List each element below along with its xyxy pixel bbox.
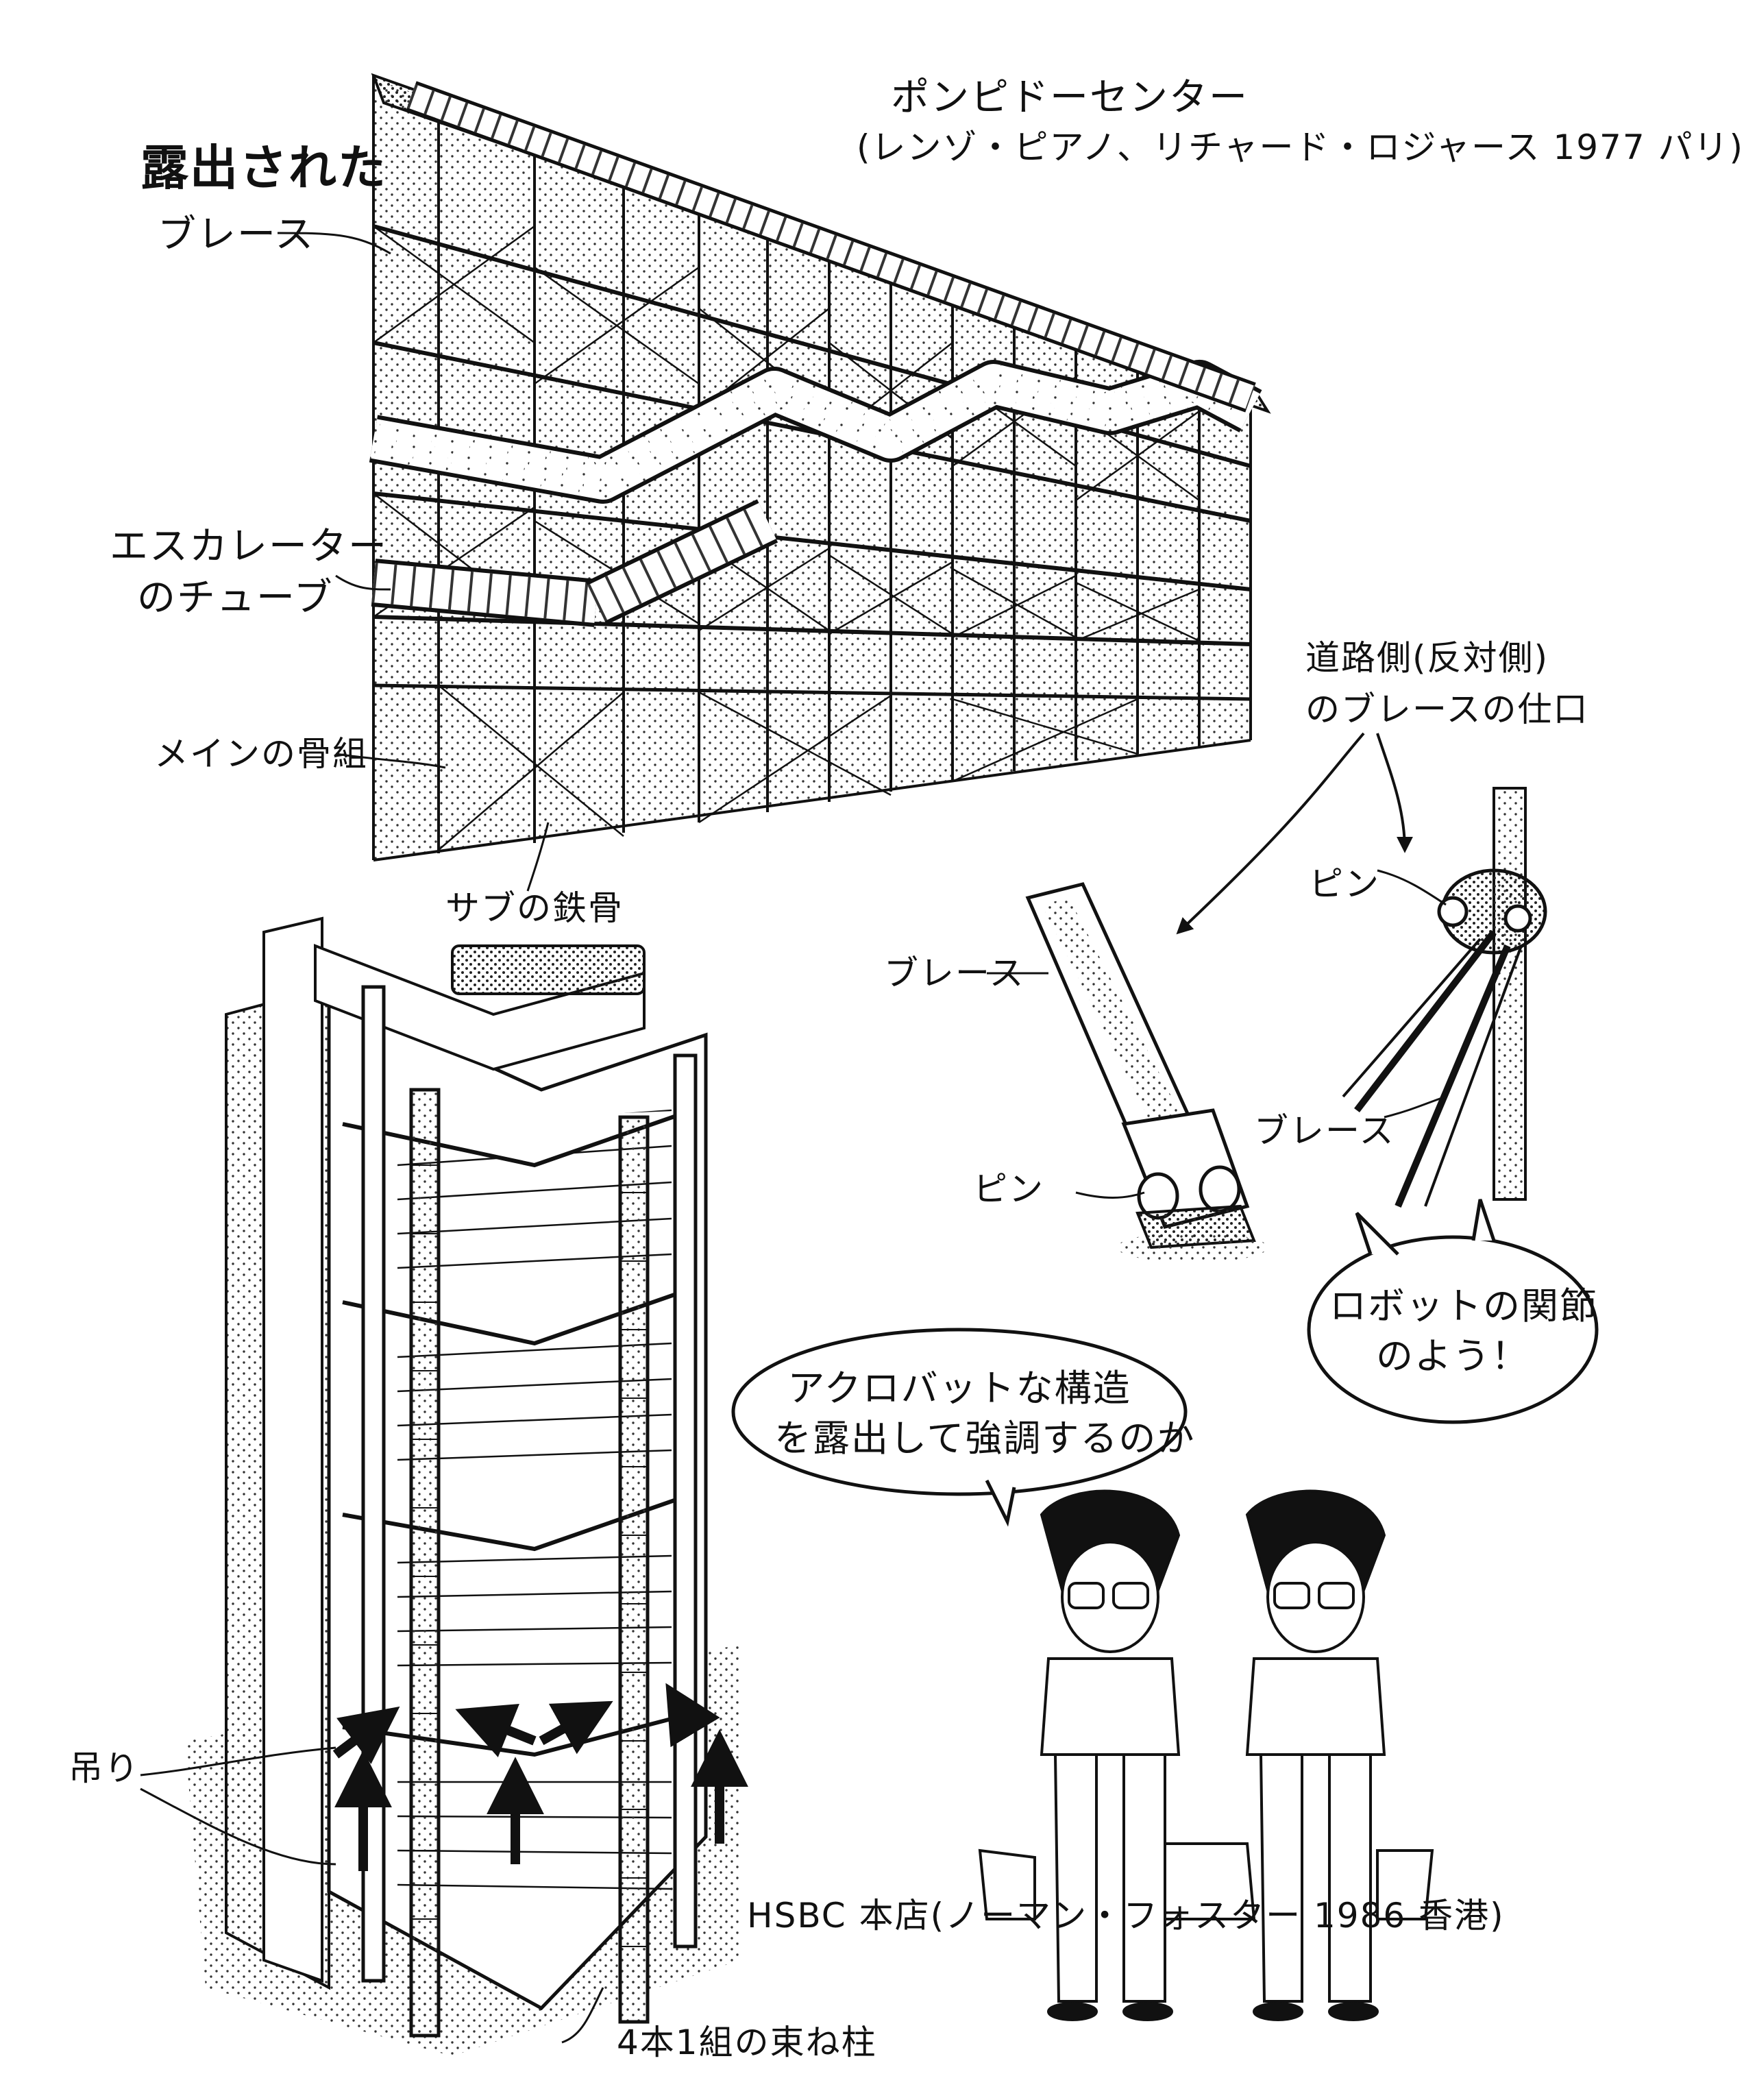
brace-joint-icon — [1025, 787, 1547, 1262]
pompidou-title: ポンピドーセンター — [891, 75, 1249, 120]
speech-bubble-shapes — [731, 1199, 1599, 1527]
label-sub-steel: サブの鉄骨 — [445, 888, 624, 928]
label-exposed-brace-line1: 露出された — [140, 140, 387, 196]
label-exposed-brace-line2: ブレース — [158, 212, 315, 257]
robot-joint-line1: ロボットの関節 — [1329, 1284, 1598, 1328]
robot-joint-line2: のよう！ — [1376, 1334, 1530, 1378]
label-hang: 吊り — [69, 1748, 140, 1788]
illustration-canvas — [140, 73, 1599, 2056]
label-pin-bottom: ピン — [973, 1169, 1044, 1209]
label-main-frame: メインの骨組 — [154, 734, 368, 774]
pompidou-facade-icon — [369, 73, 1271, 862]
acrobat-speech-bubble: アクロバットな構造 を露出して強調するのか — [774, 1364, 1196, 1464]
label-pin-top: ピン — [1309, 864, 1380, 904]
up-arrow-icon — [332, 1683, 748, 1871]
architect-characters-icon — [978, 1489, 1434, 2021]
speech-line1: アクロバットな構造 — [787, 1367, 1131, 1410]
hsbc-tower-icon — [185, 916, 748, 2056]
speech-line2: を露出して強調するのか — [774, 1416, 1196, 1460]
label-brace-right: ブレース — [1254, 1111, 1395, 1151]
pompidou-credit: (レンゾ・ピアノ、リチャード・ロジャース 1977 パリ) — [857, 127, 1744, 167]
label-escalator-line1: エスカレーター — [110, 524, 388, 569]
detail-heading-line2: のブレースの仕口 — [1305, 689, 1589, 729]
label-bundled-columns: 4本1組の束ね柱 — [617, 2023, 877, 2062]
label-escalator-line2: のチューブ — [137, 576, 334, 620]
label-brace-left: ブレース — [884, 953, 1025, 993]
detail-heading-line1: 道路側(反対側) — [1305, 638, 1549, 678]
hsbc-caption: HSBC 本店(ノーマン・フォスター 1986 香港) — [747, 1896, 1505, 1936]
pointer-arrows — [1176, 732, 1413, 935]
robot-joint-bubble: ロボットの関節 のよう！ — [1329, 1282, 1598, 1382]
leader-lines — [140, 232, 1447, 2044]
